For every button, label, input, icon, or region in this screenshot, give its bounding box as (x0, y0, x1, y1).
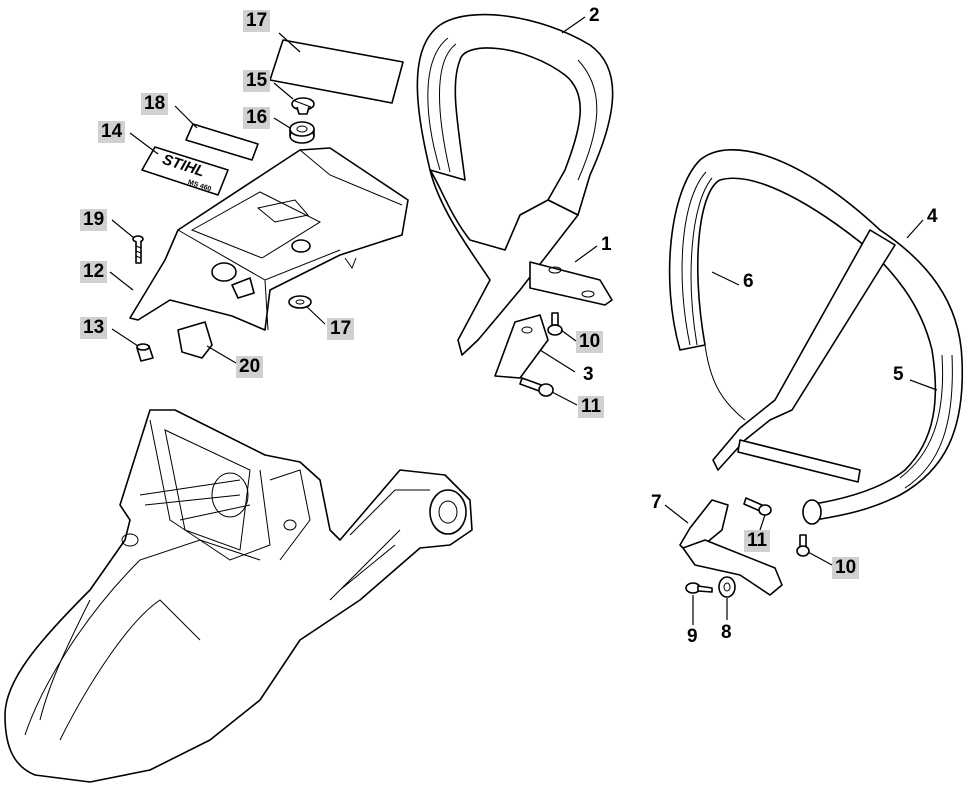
callout-4: 4 (927, 206, 938, 227)
callout-11a: 11 (578, 396, 605, 418)
callout-10a: 10 (576, 331, 604, 353)
callout-19: 18 (141, 93, 169, 115)
callout-5: 5 (893, 364, 904, 385)
part-screw-11b (743, 497, 772, 516)
part-nut-13 (136, 343, 154, 362)
part-screw-20 (132, 235, 144, 264)
part-screw-15 (291, 97, 315, 115)
callout-13: 13 (80, 317, 108, 339)
part-stihl-decal: STIHL MS 460 (141, 146, 229, 196)
callout-6: 6 (743, 271, 754, 292)
part-decal-sheet (269, 39, 404, 104)
callout-12: 12 (80, 261, 108, 283)
callout-1: 1 (601, 234, 612, 255)
callout-10b: 10 (832, 557, 860, 579)
part-screw-11a (519, 377, 554, 397)
callout-16: 16 (243, 107, 271, 129)
leader-lines (109, 16, 938, 625)
part-screw-9 (685, 582, 713, 594)
callout-14: 14 (98, 121, 126, 143)
part-magnum-decal: MAGNUM (185, 123, 259, 161)
part-clamp-3 (494, 314, 549, 379)
callout-21: 20 (236, 356, 264, 378)
callout-3: 3 (583, 364, 594, 385)
part-handlebar-2 (416, 13, 614, 356)
callout-20: 19 (80, 209, 108, 231)
callout-7: 7 (651, 492, 662, 513)
callout-18: 17 (243, 10, 271, 32)
callout-9: 9 (687, 626, 698, 647)
part-grommet-16 (289, 121, 315, 144)
callout-15: 15 (243, 70, 271, 92)
part-shroud-cover (129, 147, 409, 331)
part-bracket-1 (529, 261, 613, 306)
callout-2: 2 (589, 5, 600, 26)
part-screw-10a (547, 312, 563, 336)
part-main-housing (4, 409, 473, 783)
part-washer-17 (288, 295, 312, 309)
part-bracket-arm-7 (679, 499, 783, 596)
callout-11b: 11 (744, 530, 771, 552)
part-wrap-handlebar (668, 148, 964, 525)
callout-17: 17 (327, 318, 355, 340)
callout-8: 8 (721, 622, 732, 643)
part-washer-8 (718, 576, 736, 598)
part-plug-21 (177, 321, 213, 359)
part-screw-10b (796, 534, 810, 557)
